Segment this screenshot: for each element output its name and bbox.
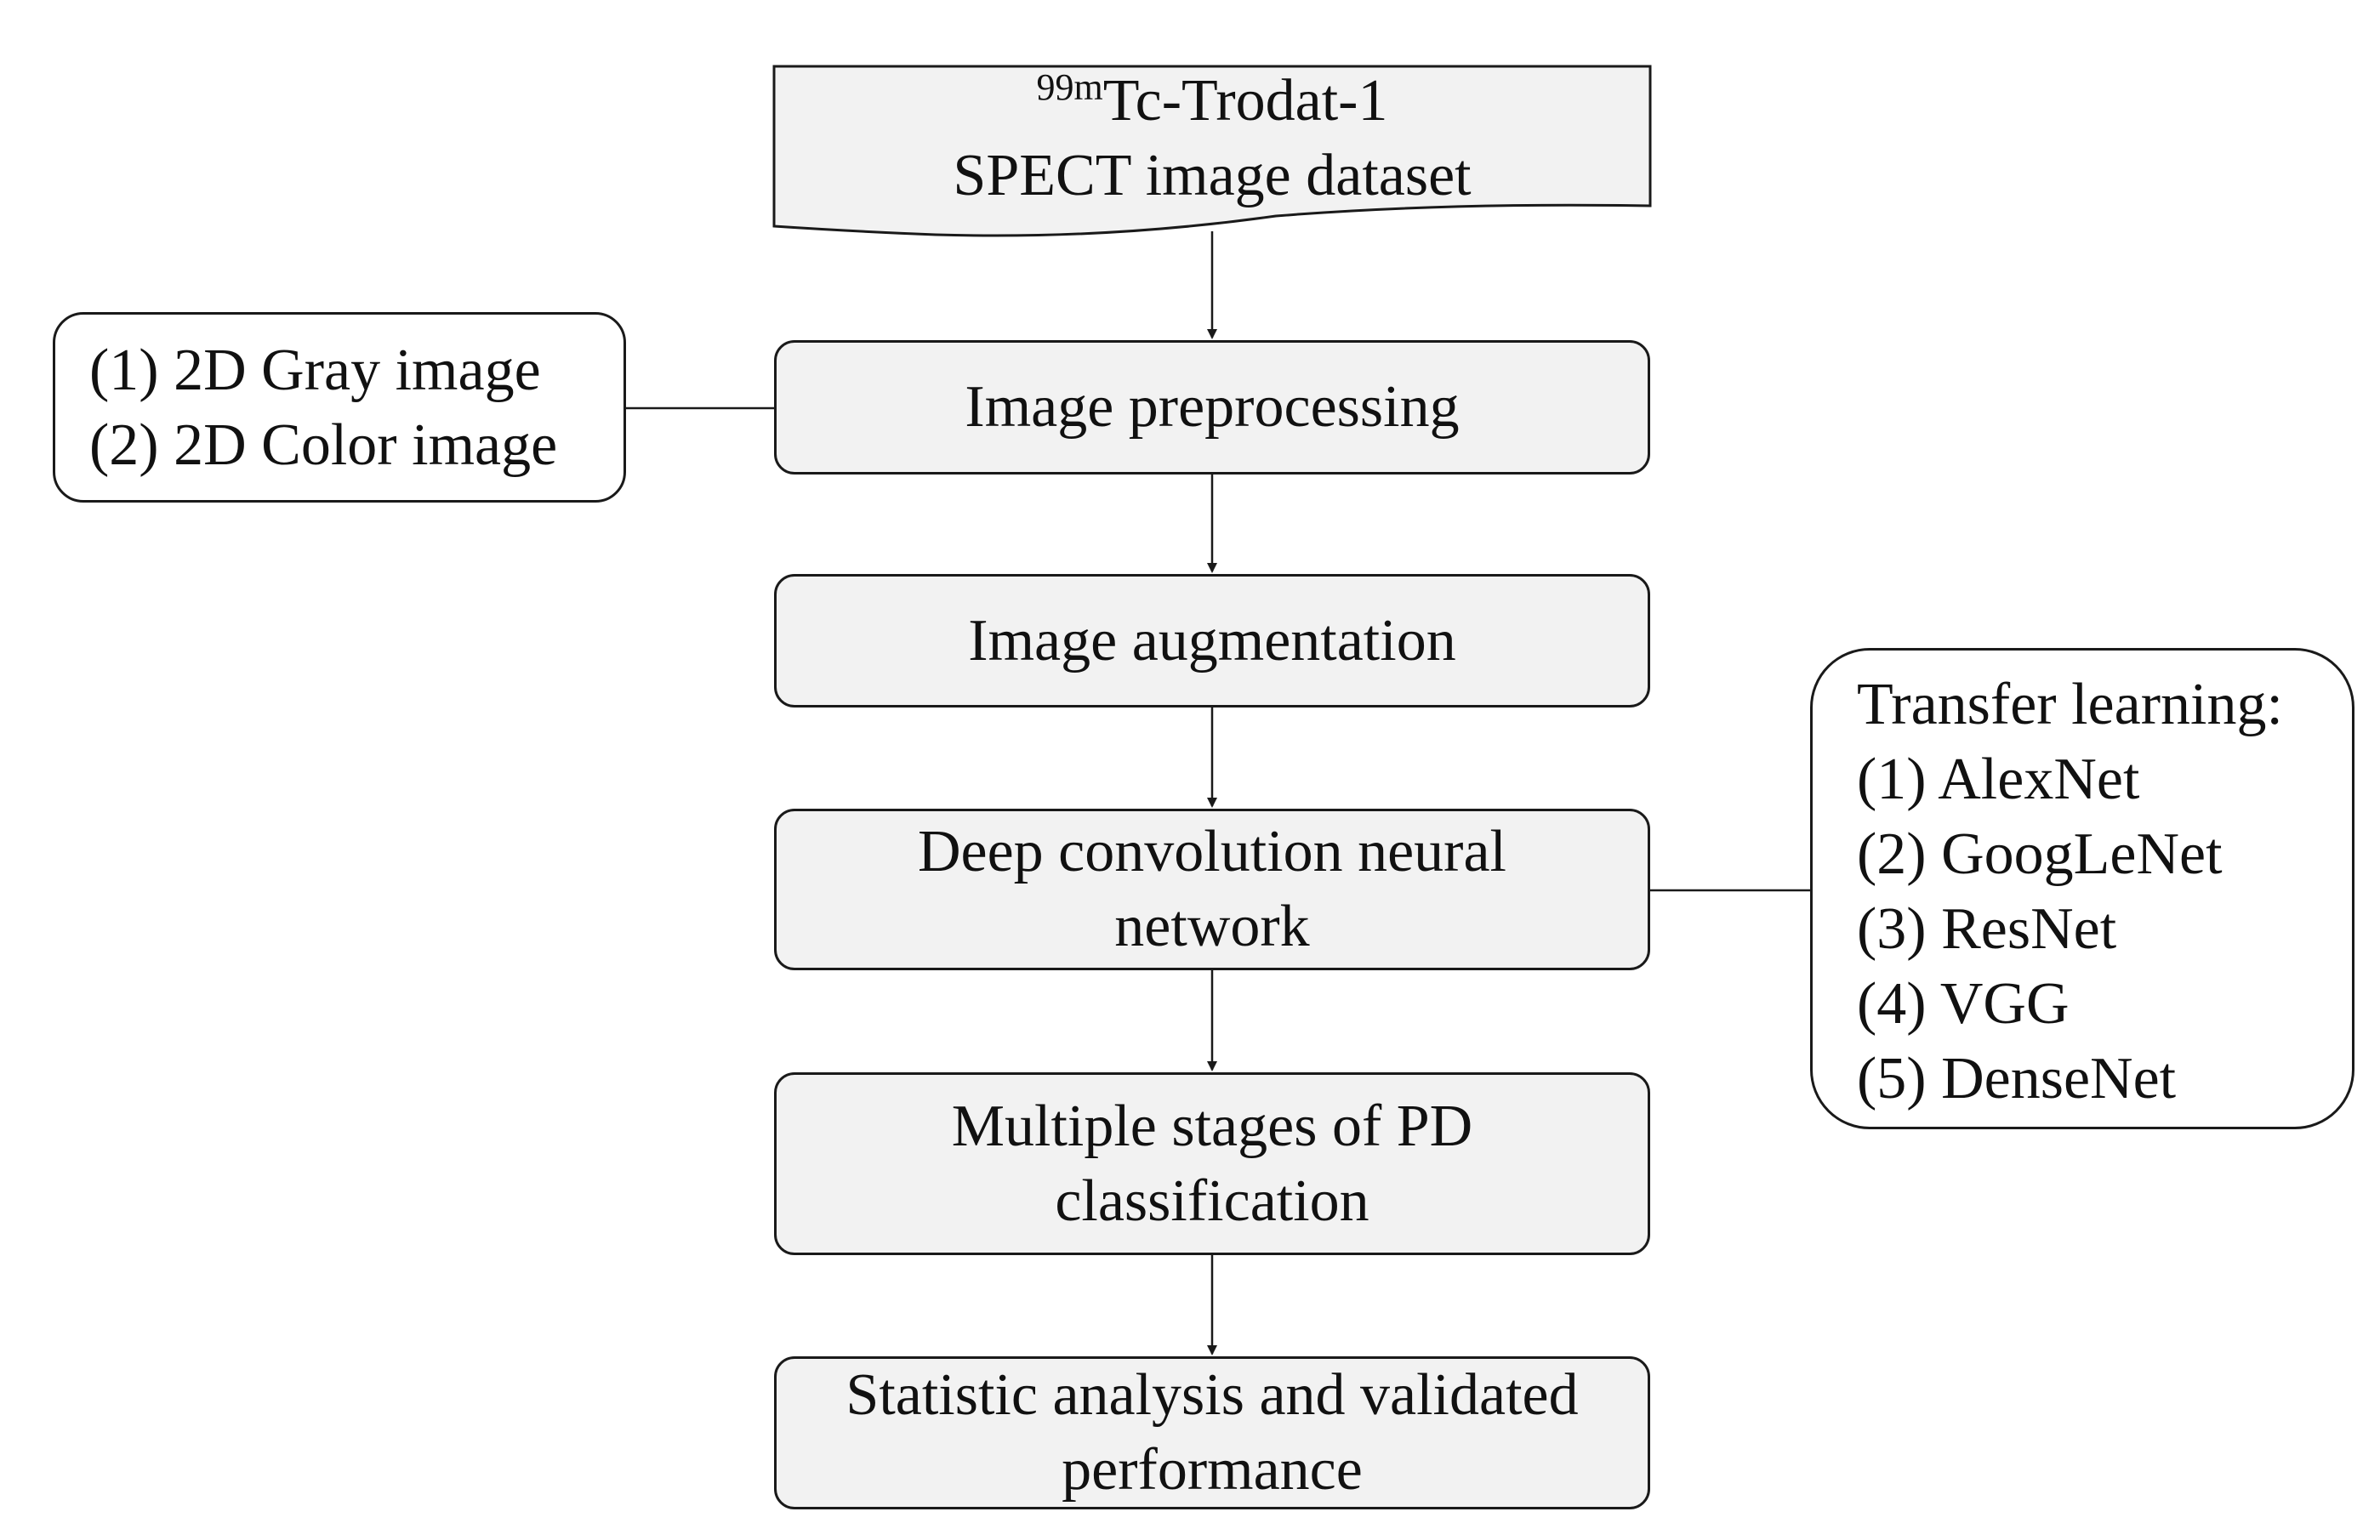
dcnn-step-label-line1: Deep convolution neural	[917, 819, 1506, 884]
preprocessing-option-color: (2) 2D Color image	[89, 412, 558, 478]
dataset-description: SPECT image dataset	[953, 143, 1472, 208]
dcnn-step: Deep convolution neural network	[774, 809, 1650, 970]
preprocessing-step-label: Image preprocessing	[965, 374, 1460, 440]
dataset-superscript: 99m	[1036, 66, 1103, 108]
statistics-step-label-line1: Statistic analysis and validated	[846, 1362, 1579, 1428]
augmentation-step: Image augmentation	[774, 574, 1650, 707]
statistics-step: Statistic analysis and validated perform…	[774, 1356, 1650, 1509]
preprocessing-options-box: (1) 2D Gray image (2) 2D Color image	[53, 312, 626, 503]
dataset-label: 99mTc-Trodat-1 SPECT image dataset	[774, 64, 1650, 213]
classification-step-label-line1: Multiple stages of PD	[951, 1093, 1473, 1159]
transfer-learning-model-alexnet: (1) AlexNet	[1857, 747, 2140, 812]
augmentation-step-label: Image augmentation	[968, 607, 1456, 673]
transfer-learning-model-googlenet: (2) GoogLeNet	[1857, 821, 2223, 887]
transfer-learning-model-vgg: (4) VGG	[1857, 971, 2070, 1037]
dataset-name: Tc-Trodat-1	[1102, 68, 1388, 134]
classification-step: Multiple stages of PD classification	[774, 1072, 1650, 1255]
transfer-learning-box: Transfer learning: (1) AlexNet (2) GoogL…	[1810, 648, 2354, 1129]
dcnn-step-label-line2: network	[1114, 894, 1310, 959]
transfer-learning-model-densenet: (5) DenseNet	[1857, 1046, 2177, 1111]
transfer-learning-heading: Transfer learning:	[1857, 672, 2283, 737]
transfer-learning-model-resnet: (3) ResNet	[1857, 896, 2117, 962]
statistics-step-label-line2: performance	[1062, 1437, 1363, 1503]
preprocessing-step: Image preprocessing	[774, 340, 1650, 475]
preprocessing-option-gray: (1) 2D Gray image	[89, 338, 541, 403]
classification-step-label-line2: classification	[1055, 1168, 1369, 1234]
